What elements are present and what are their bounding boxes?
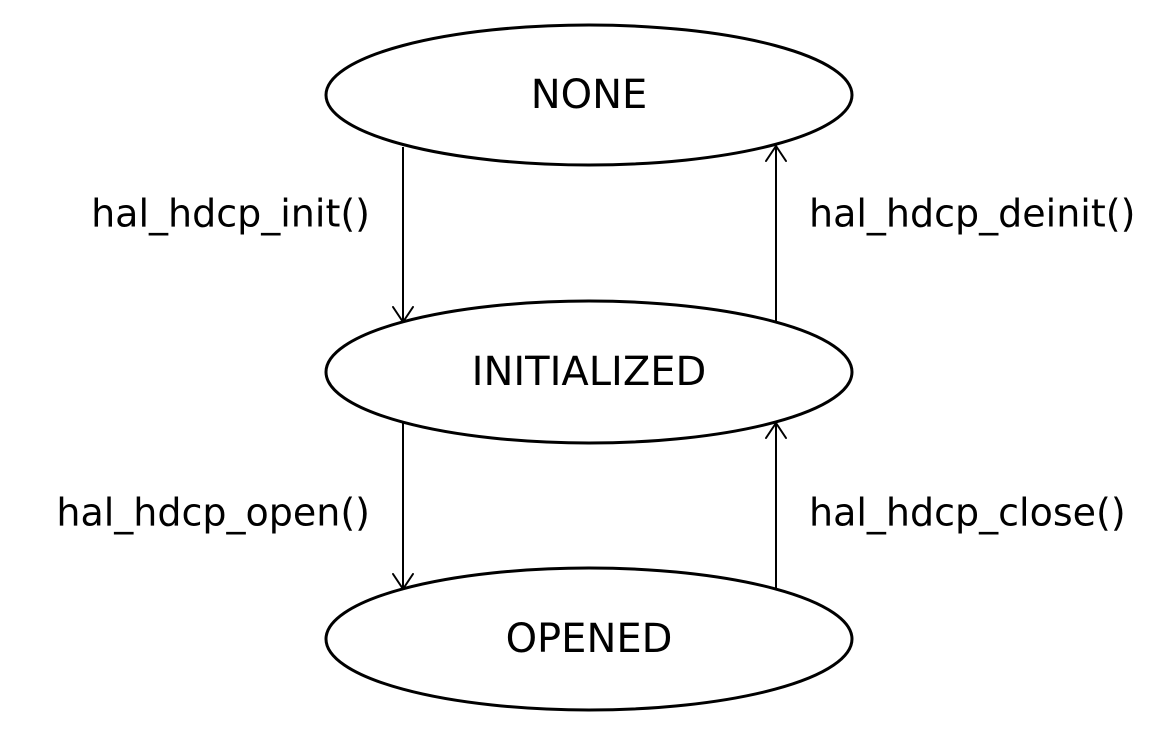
state-none-label: NONE	[531, 72, 648, 118]
deinit-arrowhead	[765, 145, 787, 162]
state-opened-label: OPENED	[506, 616, 673, 662]
state-none: NONE	[324, 23, 854, 167]
state-opened: OPENED	[324, 566, 854, 712]
state-opened-ellipse	[324, 566, 854, 712]
state-initialized: INITIALIZED	[324, 299, 854, 445]
state-initialized-label: INITIALIZED	[472, 349, 707, 395]
state-initialized-ellipse	[324, 299, 854, 445]
close-transition-label: hal_hdcp_close()	[809, 491, 1126, 535]
open-transition-label: hal_hdcp_open()	[56, 491, 370, 535]
init-transition-label: hal_hdcp_init()	[91, 192, 370, 236]
state-none-ellipse	[324, 23, 854, 167]
deinit-transition-label: hal_hdcp_deinit()	[809, 192, 1135, 236]
